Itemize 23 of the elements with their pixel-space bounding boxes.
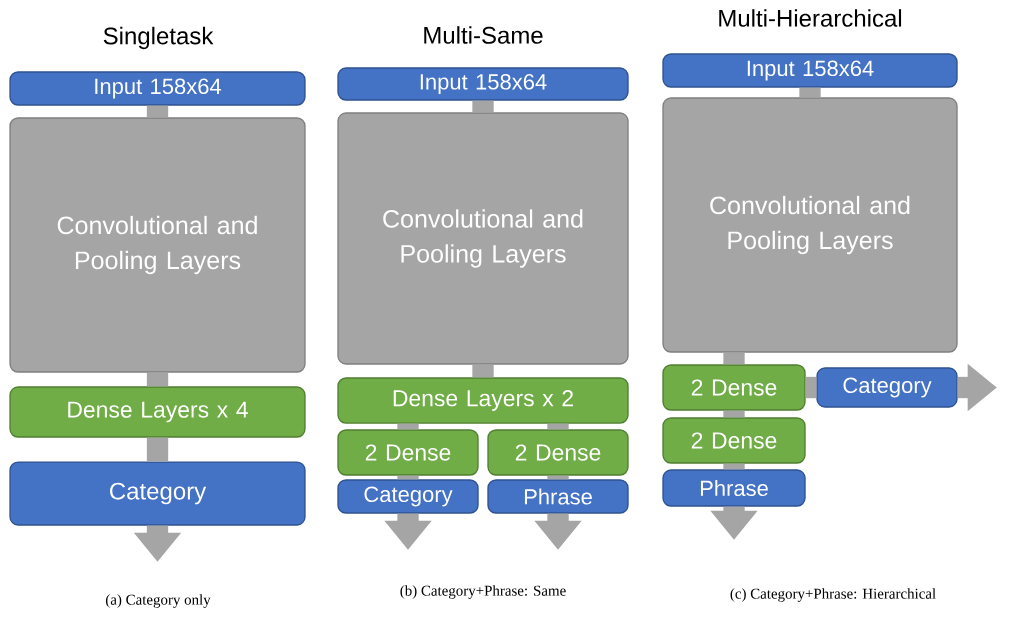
dense-box: 2 Dense [662, 417, 806, 464]
column-title: Singletask [103, 26, 214, 50]
dense-box: 2 Dense [662, 364, 806, 411]
caption: (a) Category only [106, 594, 211, 608]
caption: (b) Category+Phrase: Same [400, 585, 566, 599]
io-box: Category [9, 461, 306, 526]
dense-box: Dense Layers x 2 [337, 377, 629, 424]
io-box: Category [816, 367, 958, 408]
io-box: Input 158x64 [662, 53, 958, 88]
dense-box: 2 Dense [487, 429, 629, 476]
io-box: Phrase [662, 469, 806, 507]
column-title: Multi-Hierarchical [719, 9, 902, 27]
layer-box: Convolutional and Pooling Layers [9, 117, 306, 373]
io-box: Category [337, 479, 479, 514]
io-box: Input 158x64 [337, 67, 629, 101]
column-title: Multi-Same [424, 26, 543, 44]
dense-box: 2 Dense [337, 429, 479, 476]
io-box: Phrase [487, 479, 629, 514]
layer-box: Convolutional and Pooling Layers [337, 112, 629, 365]
layer-box: Convolutional and Pooling Layers [662, 97, 958, 353]
caption: (c) Category+Phrase: Hierarchical [730, 588, 936, 602]
io-box: Input 158x64 [9, 71, 306, 106]
dense-box: Dense Layers x 4 [9, 386, 306, 438]
